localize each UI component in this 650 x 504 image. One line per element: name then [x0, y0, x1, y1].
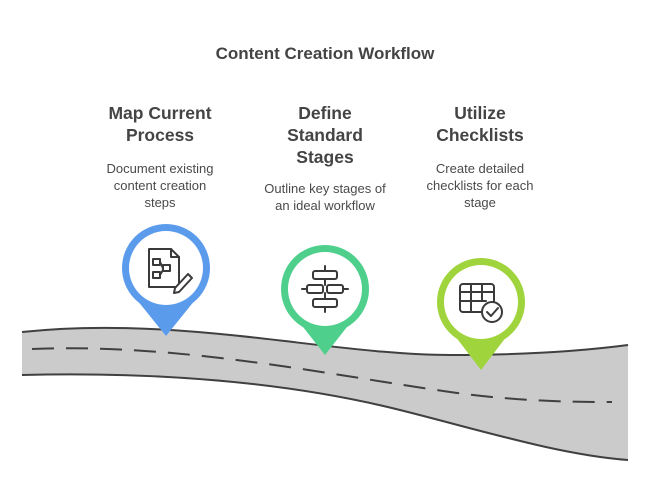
- road-top-edge: [21, 326, 629, 357]
- stage-title: Utilize Checklists: [436, 103, 524, 145]
- stage-define-standard-stages: Define Standard Stages Outline key stage…: [240, 0, 410, 240]
- stage-title: Map Current Process: [108, 103, 212, 145]
- lane-markings: [31, 347, 613, 403]
- map-pin-3: [437, 258, 525, 370]
- stage-title: Define Standard Stages: [287, 103, 363, 167]
- flowchart-document-icon: [148, 248, 193, 294]
- stage-map-current-process: Map Current Process Document existing co…: [85, 0, 235, 240]
- road-bottom-edge: [21, 373, 629, 461]
- stage-utilize-checklists: Utilize Checklists Create detailed check…: [395, 0, 565, 240]
- stage-description: Document existing content creation steps: [106, 161, 214, 210]
- page-title: Content Creation Workflow: [215, 44, 435, 63]
- stage-description: Create detailed checklists for each stag…: [426, 161, 534, 210]
- map-pin-1: [122, 224, 210, 336]
- process-flow-icon: [301, 265, 349, 313]
- table-check-icon: [459, 283, 503, 323]
- map-pin-2: [281, 245, 369, 355]
- stage-description: Outline key stages of an ideal workflow: [264, 181, 386, 213]
